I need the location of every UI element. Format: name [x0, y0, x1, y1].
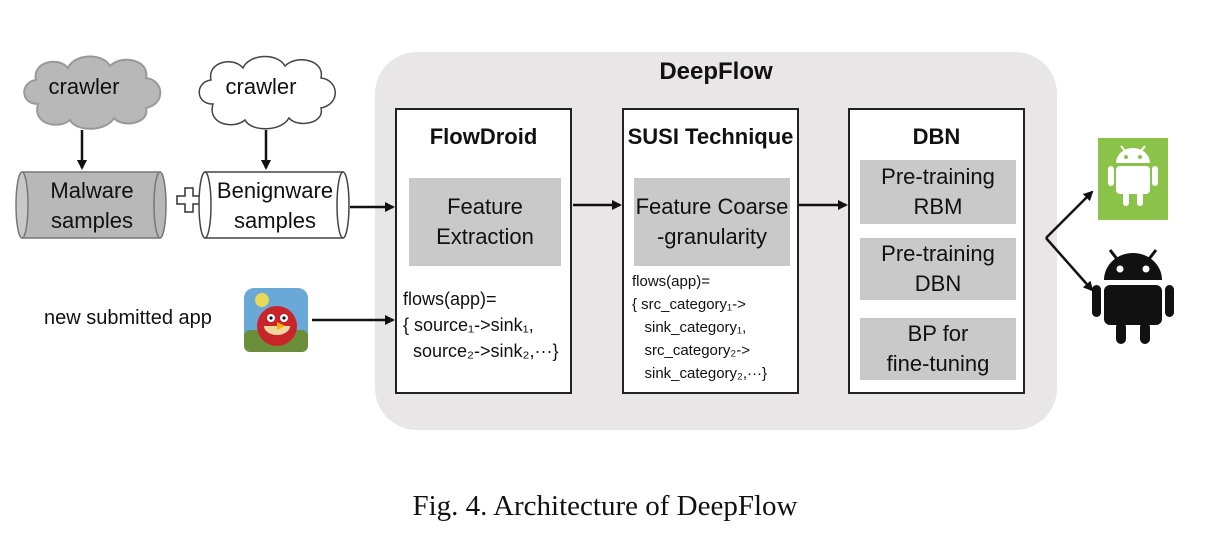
flowdroid-title: FlowDroid [429, 124, 538, 149]
susi-flows: flows(app)= { src_category₁-> sink_categ… [632, 273, 768, 382]
cloud-label: crawler [48, 74, 120, 99]
android-benign-icon [1098, 138, 1168, 220]
feature-coarse-box: Feature Coarse -granularity [634, 178, 790, 266]
android-malware-icon [1092, 249, 1174, 344]
cylinder-line: Benignware [216, 178, 334, 203]
new-app-label: new submitted app [44, 307, 212, 329]
cloud-label: crawler [225, 74, 297, 99]
dbn-step: BP for fine-tuning [860, 318, 1016, 380]
figure-caption: Fig. 4. Architecture of DeepFlow [412, 490, 798, 522]
dbn-stage: DBN Pre-training RBM Pre-training DBN BP… [848, 108, 1025, 394]
cylinder-line: Malware [50, 178, 134, 203]
cylinder-line: samples [234, 208, 316, 233]
dbn-step: Pre-training RBM [860, 160, 1016, 224]
plus-icon [176, 187, 202, 213]
cloud-icon [198, 55, 336, 130]
app-icon [244, 288, 308, 352]
dbn-title: DBN [912, 124, 961, 149]
susi-title: SUSI Technique [627, 124, 794, 149]
flowdroid-flows: flows(app)= { source₁->sink₁, source₂->s… [403, 289, 559, 361]
flowdroid-stage: FlowDroid Feature Extraction flows(app)=… [395, 108, 572, 394]
database-icon [198, 171, 350, 239]
feature-extraction-box: Feature Extraction [409, 178, 561, 266]
susi-stage: SUSI Technique Feature Coarse -granulari… [622, 108, 799, 394]
database-icon [15, 171, 167, 239]
dbn-step: Pre-training DBN [860, 238, 1016, 300]
deepflow-title: DeepFlow [659, 58, 773, 85]
malware-samples-label: Malware samples [22, 176, 162, 236]
cloud-icon [23, 55, 162, 130]
cylinder-line: samples [51, 208, 133, 233]
benignware-samples-label: Benignware samples [205, 176, 345, 236]
